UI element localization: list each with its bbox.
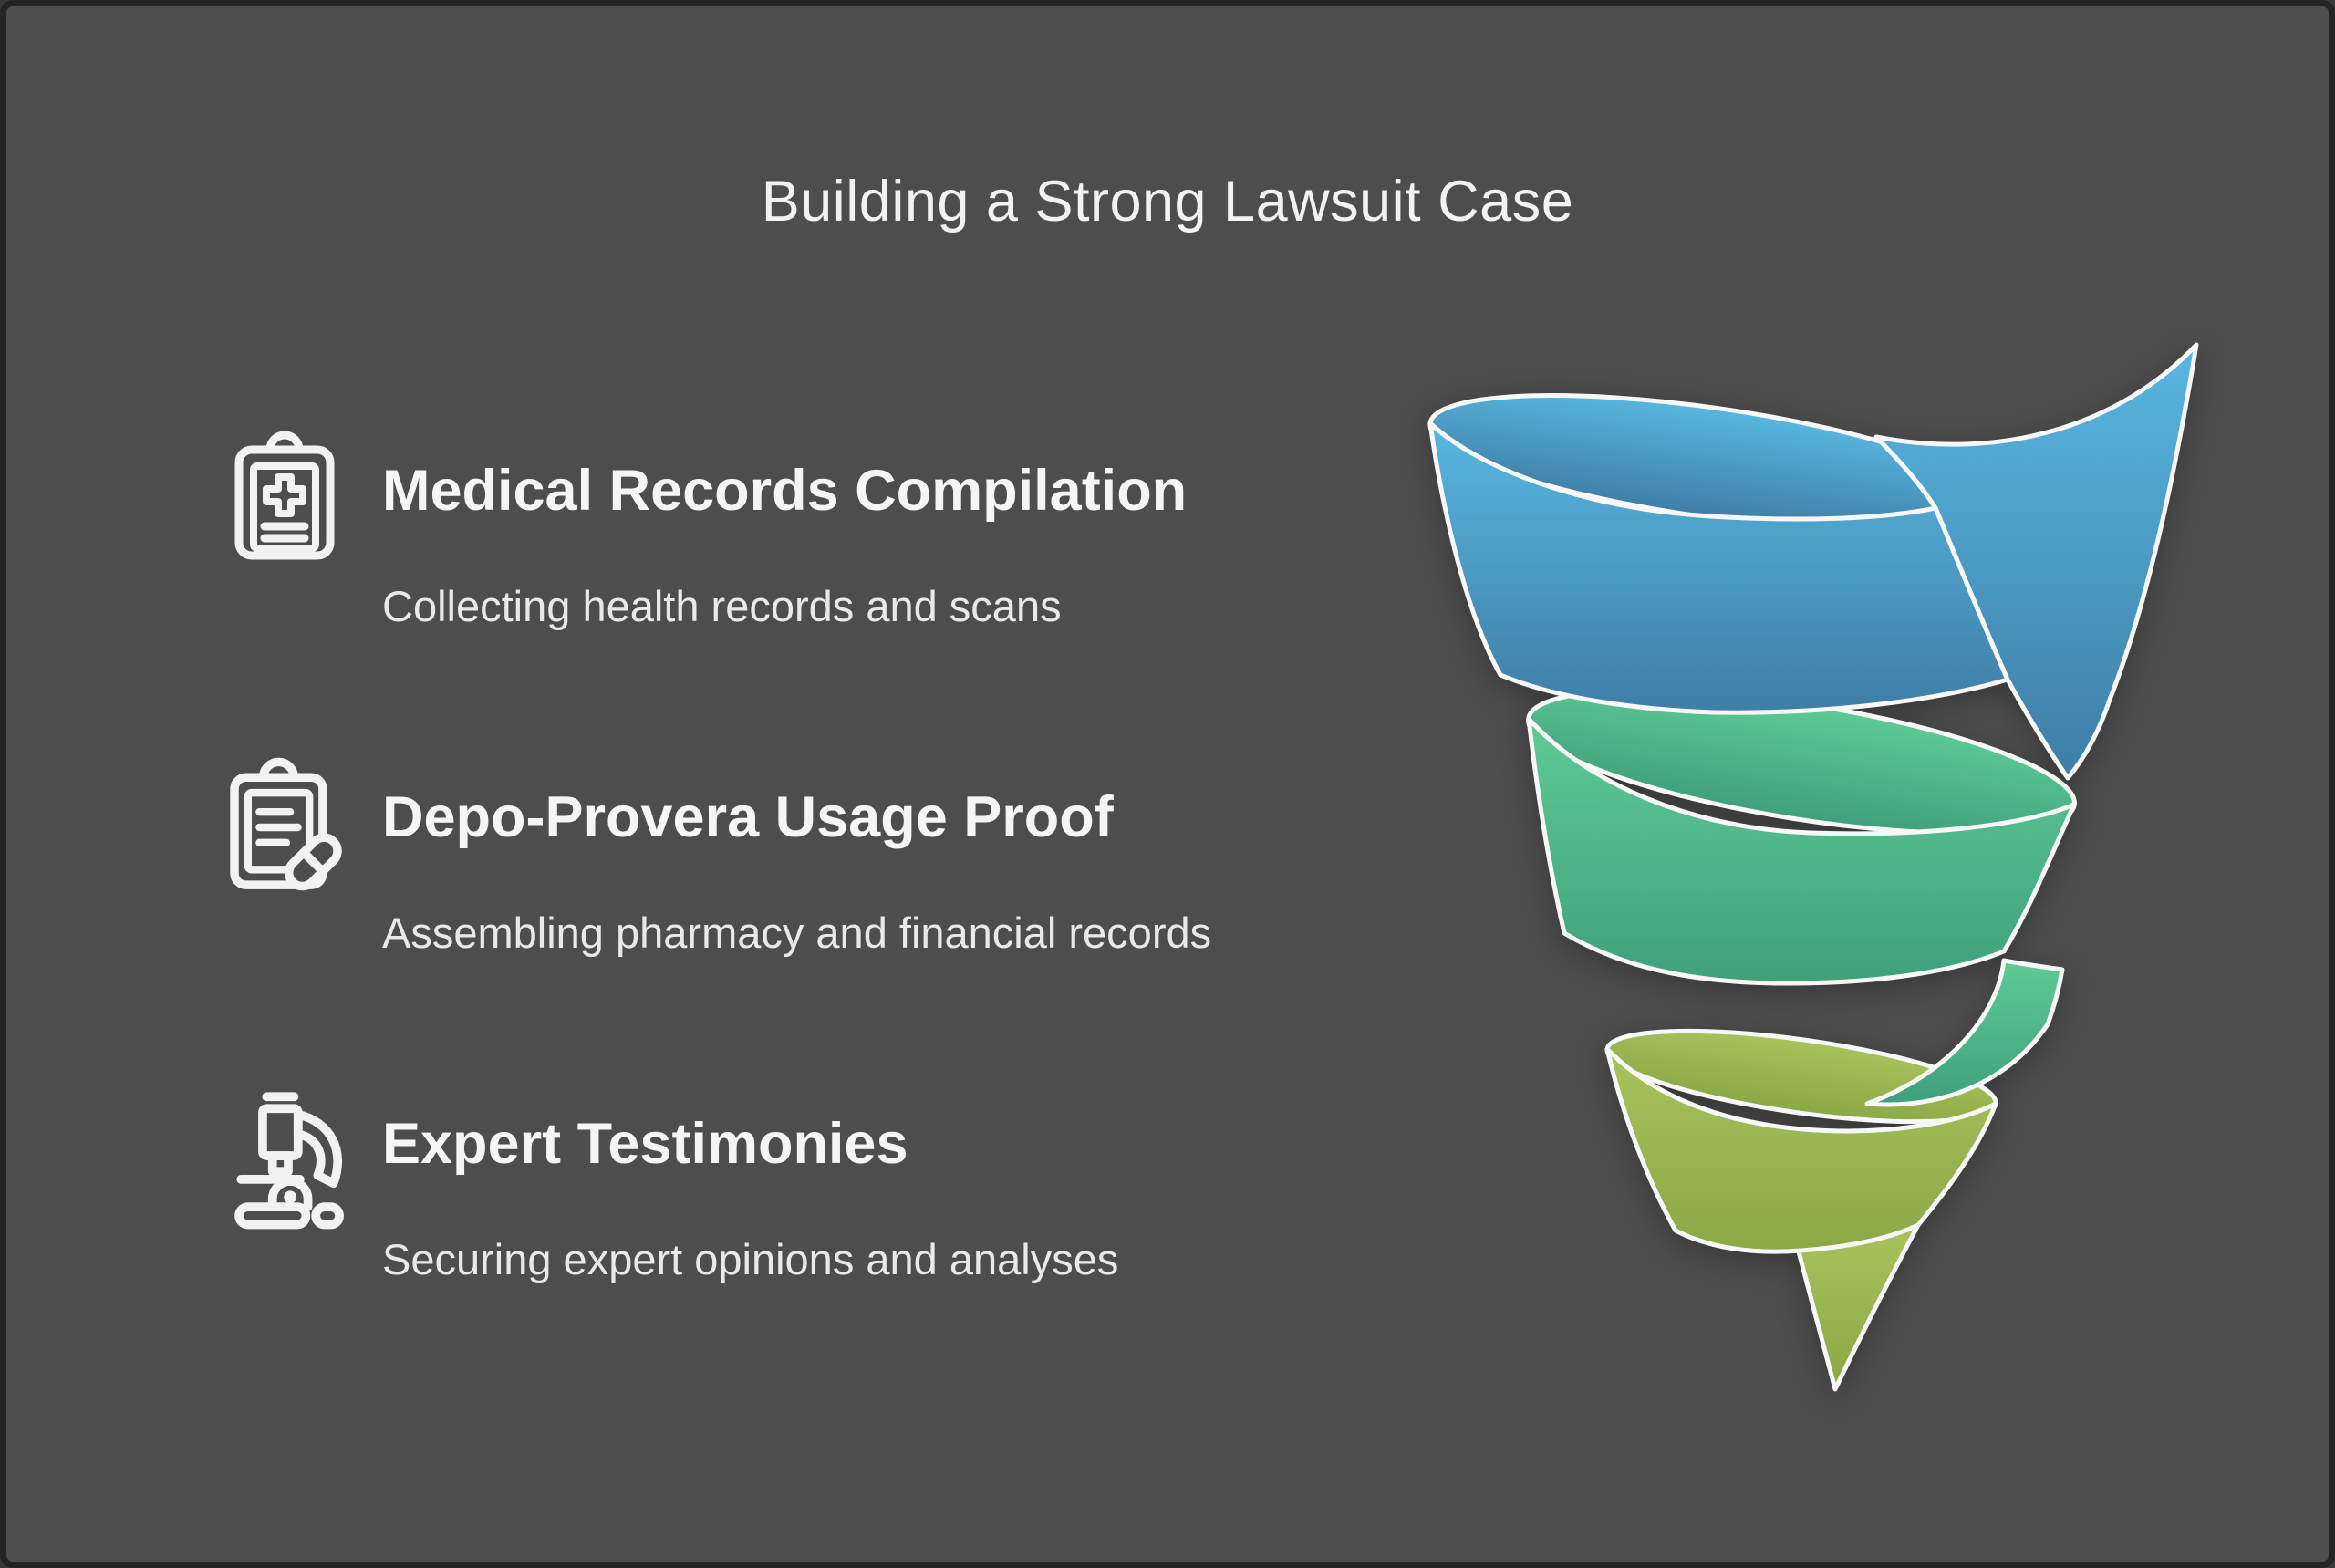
funnel-tier3-band bbox=[1604, 1046, 1998, 1254]
funnel-tier2-wedge bbox=[1864, 958, 2065, 1107]
spiral-funnel-graphic bbox=[1409, 333, 2221, 1414]
list-item-expert-testimonies: Expert Testimonies Securing expert opini… bbox=[221, 1072, 1118, 1284]
step-subtitle: Collecting health records and scans bbox=[382, 582, 1062, 631]
clipboard-medical-icon bbox=[221, 428, 371, 566]
funnel-tier2-band bbox=[1526, 716, 2077, 986]
step-title: Depo-Provera Usage Proof bbox=[382, 785, 1114, 849]
step-text: Medical Records Compilation Collecting h… bbox=[371, 419, 1187, 631]
step-text: Expert Testimonies Securing expert opini… bbox=[371, 1072, 1118, 1284]
list-item-medical-records: Medical Records Compilation Collecting h… bbox=[221, 419, 1187, 631]
microscope-icon bbox=[221, 1081, 371, 1231]
list-item-usage-proof: Depo-Provera Usage Proof Assembling phar… bbox=[221, 745, 1211, 958]
step-title: Medical Records Compilation bbox=[382, 459, 1188, 523]
step-title: Expert Testimonies bbox=[382, 1112, 908, 1176]
clipboard-pill-icon bbox=[221, 754, 371, 900]
step-subtitle: Securing expert opinions and analyses bbox=[382, 1235, 1119, 1284]
funnel-tier1-band bbox=[1427, 421, 2010, 715]
step-subtitle: Assembling pharmacy and financial record… bbox=[382, 909, 1212, 958]
page-title: Building a Strong Lawsuit Case bbox=[761, 170, 1574, 234]
step-text: Depo-Provera Usage Proof Assembling phar… bbox=[371, 745, 1211, 958]
